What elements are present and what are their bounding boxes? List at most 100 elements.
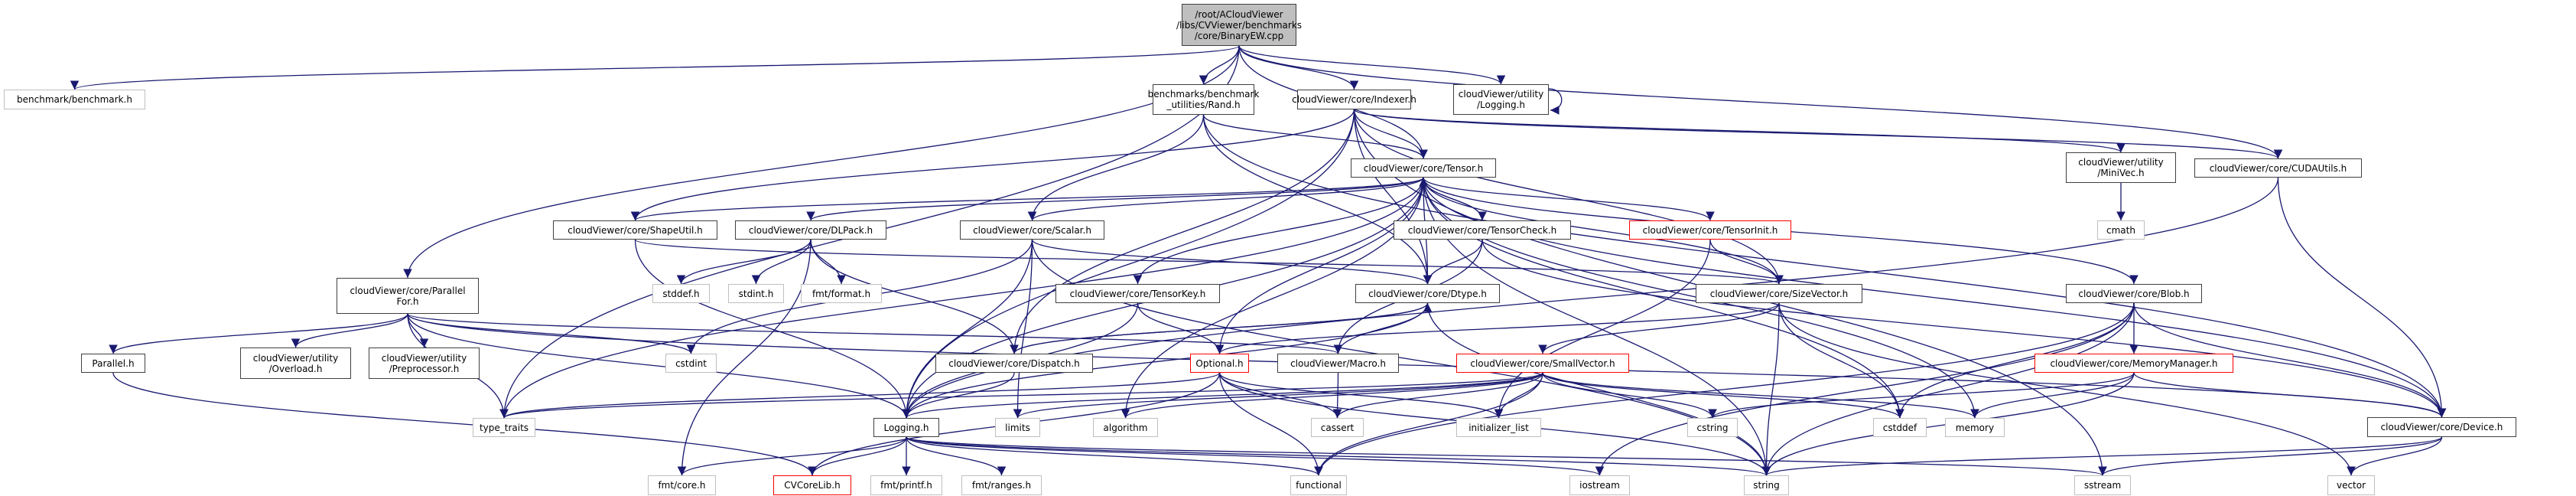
- edge-scalar-h-to-logging-h: [902, 239, 1033, 419]
- edge-indexer-h-to-shapeutil-h: [630, 109, 1355, 221]
- edge-tensor-h-to-optional-h: [1215, 177, 1424, 354]
- edge-tensorinit-h-to-sizevector-h: [1709, 239, 1784, 285]
- edge-root-to-cudautils-h: [1238, 45, 2283, 159]
- edge-shapeutil-h-to-logging-h: [634, 239, 911, 419]
- edge-sizevector-h-to-optional-h: [1215, 302, 1780, 354]
- node-fmtranges-h: fmt/ranges.h: [961, 475, 1042, 495]
- edge-logging-h-to-string: [906, 436, 1771, 476]
- edge-memorymanager-h-to-device-h: [2133, 372, 2447, 418]
- edge-dlpack-h-to-stdint-h: [751, 239, 812, 285]
- node-sstream: sstream: [2074, 475, 2131, 495]
- node-overload-h[interactable]: cloudViewer/utility /Overload.h: [240, 348, 351, 379]
- edge-shapeutil-h-to-sizevector-h: [634, 239, 1784, 285]
- edge-logging-h-to-fmtranges-h: [906, 436, 1007, 476]
- node-preprocessor-h[interactable]: cloudViewer/utility /Preprocessor.h: [369, 348, 480, 379]
- edge-memorymanager-h-to-memory: [1970, 372, 2135, 419]
- edge-smallvector-h-to-algorithm: [1120, 372, 1543, 419]
- edge-optional-h-to-initializer-list: [1218, 372, 1504, 419]
- node-rand-h[interactable]: benchmarks/benchmark _utilities/Rand.h: [1148, 84, 1259, 115]
- node-cstring: cstring: [1687, 418, 1738, 437]
- node-iostream: iostream: [1569, 475, 1630, 495]
- edge-blob-h-to-iostream: [1595, 302, 2135, 476]
- node-tensorinit-h[interactable]: cloudViewer/core/TensorInit.h: [1629, 220, 1791, 240]
- edge-scalar-h-to-limits: [1013, 239, 1033, 419]
- node-blob-h[interactable]: cloudViewer/core/Blob.h: [2066, 284, 2202, 303]
- node-fmtformat-h: fmt/format.h: [801, 284, 882, 303]
- edge-root-to-ulogging-h: [1238, 45, 1506, 85]
- edge-dtype-h-to-logging-h: [902, 302, 1429, 419]
- node-tensorkey-h[interactable]: cloudViewer/core/TensorKey.h: [1055, 284, 1220, 303]
- edge-tensor-h-to-type-traits: [499, 177, 1424, 419]
- edge-dtype-h-to-string: [1426, 302, 1771, 476]
- node-ulogging-h[interactable]: cloudViewer/utility /Logging.h: [1453, 84, 1549, 115]
- node-cudautils-h[interactable]: cloudViewer/core/CUDAUtils.h: [2194, 158, 2362, 178]
- node-dtype-h[interactable]: cloudViewer/core/Dtype.h: [1355, 284, 1500, 303]
- edge-memorymanager-h-to-cstring: [1708, 372, 2135, 419]
- node-memory: memory: [1945, 418, 2005, 437]
- node-memorymanager-h[interactable]: cloudViewer/core/MemoryManager.h: [2034, 354, 2233, 373]
- node-type-traits: type_traits: [473, 418, 535, 437]
- edge-blob-h-to-string: [1761, 302, 2135, 476]
- node-scalar-h[interactable]: cloudViewer/core/Scalar.h: [960, 220, 1104, 240]
- node-dlpack-h[interactable]: cloudViewer/core/DLPack.h: [735, 220, 886, 240]
- node-smallvector-h[interactable]: cloudViewer/core/SmallVector.h: [1456, 354, 1629, 373]
- node-initializer-list: initializer_list: [1456, 418, 1541, 437]
- edge-dlpack-h-to-stddef-h: [676, 239, 812, 285]
- edge-scalar-h-to-dtype-h: [1031, 239, 1433, 285]
- node-stddef-h: stddef.h: [652, 284, 710, 303]
- node-shapeutil-h[interactable]: cloudViewer/core/ShapeUtil.h: [553, 220, 717, 240]
- node-logging-h[interactable]: Logging.h: [873, 418, 939, 437]
- node-tensor-h[interactable]: cloudViewer/core/Tensor.h: [1351, 158, 1496, 178]
- edge-logging-h-to-sstream: [906, 436, 2107, 476]
- edge-parallelfor-h-to-macro-h: [407, 313, 1342, 354]
- node-minivec-h[interactable]: cloudViewer/utility /MiniVec.h: [2066, 152, 2176, 183]
- edge-sizevector-h-to-string: [1761, 302, 1780, 476]
- edge-indexer-h-to-minivec-h: [1353, 109, 2126, 153]
- edge-tensor-h-to-scalar-h: [1027, 177, 1424, 221]
- node-cassert: cassert: [1311, 418, 1364, 437]
- edge-device-h-to-sstream: [2098, 436, 2443, 476]
- node-fmtprintf-h: fmt/printf.h: [870, 475, 942, 495]
- edge-smallvector-h-to-memory: [1542, 372, 1979, 419]
- edge-logging-h-to-iostream: [906, 436, 1604, 476]
- node-indexer-h[interactable]: cloudViewer/core/Indexer.h: [1292, 90, 1416, 109]
- node-dispatch-h[interactable]: cloudViewer/core/Dispatch.h: [935, 354, 1093, 373]
- edge-sizevector-h-to-smallvector-h: [1538, 302, 1780, 354]
- node-cstddef: cstddef: [1873, 418, 1927, 437]
- edge-tensorcheck-h-to-device-h: [1482, 239, 2447, 418]
- edge-dlpack-h-to-fmtcore-h: [677, 239, 812, 476]
- edge-blob-h-to-functional: [1314, 302, 2135, 476]
- edge-indexer-h-to-dispatch-h: [1010, 109, 1355, 354]
- node-macro-h[interactable]: cloudViewer/Macro.h: [1277, 354, 1399, 373]
- edge-logging-h-to-cvcorelib-h: [808, 436, 907, 476]
- edge-indexer-h-to-dtype-h: [1353, 109, 1433, 285]
- node-device-h[interactable]: cloudViewer/core/Device.h: [2367, 417, 2516, 437]
- node-root[interactable]: /root/ACloudViewer /libs/CVViewer/benchm…: [1176, 4, 1302, 46]
- node-stdint-h: stdint.h: [728, 284, 784, 303]
- edge-logging-h-to-fmtcore-h: [677, 436, 907, 476]
- edge-indexer-h-to-cudautils-h: [1353, 109, 2282, 159]
- node-tensorcheck-h[interactable]: cloudViewer/core/TensorCheck.h: [1394, 220, 1571, 240]
- edge-rand-h-to-device-h: [1202, 114, 2447, 418]
- node-cvcorelib-h[interactable]: CVCoreLib.h: [773, 475, 851, 495]
- edge-rand-h-to-tensor-h: [1202, 114, 1428, 159]
- edge-tensor-h-to-tensorinit-h: [1423, 177, 1715, 221]
- node-parallel-h[interactable]: Parallel.h: [81, 354, 145, 373]
- edge-smallvector-h-to-cstring: [1542, 372, 1717, 419]
- node-string: string: [1744, 475, 1789, 495]
- edge-smallvector-h-to-logging-h: [902, 372, 1543, 419]
- edge-indexer-h-to-tensor-h: [1353, 109, 1428, 159]
- node-optional-h[interactable]: Optional.h: [1190, 354, 1249, 373]
- node-sizevector-h[interactable]: cloudViewer/core/SizeVector.h: [1696, 284, 1862, 303]
- edge-ulogging-h-to-ulogging-h: [1548, 88, 1563, 115]
- node-benchmark-h: benchmark/benchmark.h: [4, 90, 145, 109]
- node-vector: vector: [2327, 475, 2375, 495]
- node-parallelfor-h[interactable]: cloudViewer/core/Parallel For.h: [337, 278, 479, 314]
- edge-parallel-h-to-cvcorelib-h: [112, 372, 817, 476]
- edge-root-to-benchmark-h: [70, 45, 1240, 90]
- edge-device-h-to-vector: [2347, 436, 2443, 476]
- edge-dispatch-h-to-dtype-h: [1013, 302, 1433, 354]
- edge-sizevector-h-to-cstddef: [1778, 302, 1904, 419]
- edge-tensor-h-to-dlpack-h: [806, 177, 1424, 221]
